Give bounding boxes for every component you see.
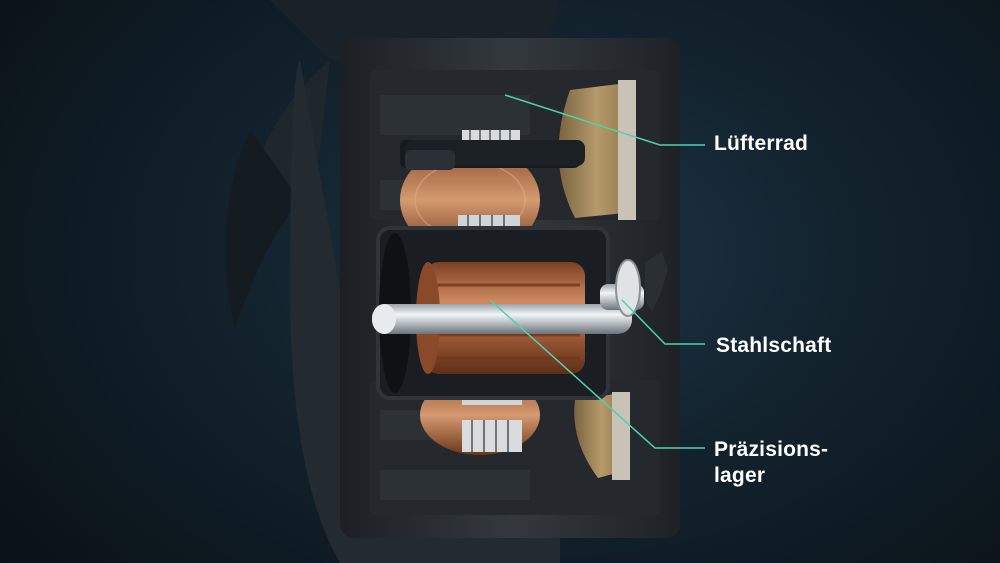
label-precision-bearing: Präzisions- lager: [714, 437, 828, 489]
leader-line-fan: [504, 94, 705, 146]
leader-line-bearing: [489, 299, 705, 449]
leader-line-shaft: [621, 299, 705, 345]
disc-rim: [618, 80, 636, 220]
label-bearing-line-1: Präzisions-: [714, 438, 829, 461]
steel-shaft: [372, 252, 668, 334]
leader-lines: [489, 94, 705, 449]
label-fan-wheel: Lüfterrad: [714, 132, 808, 155]
label-bearing-line-2: lager: [714, 464, 766, 487]
brush-bar: [405, 140, 585, 170]
fan-disc-top: [558, 82, 635, 218]
label-steel-shaft: Stahlschaft: [716, 334, 832, 357]
